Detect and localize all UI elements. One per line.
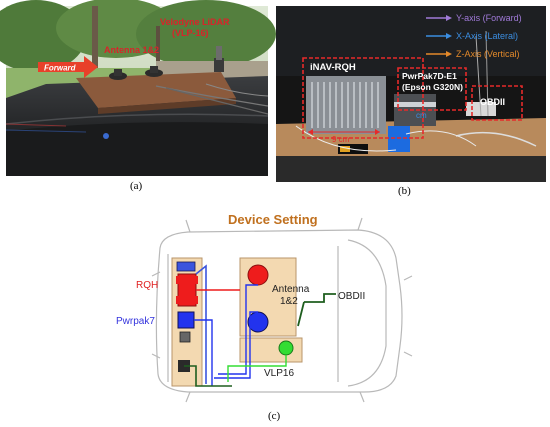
pwrpak-dashed-frame [397, 67, 467, 111]
car-outline [151, 217, 413, 403]
obdii-label-diagram: OBDII [338, 291, 365, 302]
dimension-cm-label: cm [416, 111, 427, 120]
obdii-dashed-frame [471, 85, 523, 121]
small-module-top [176, 261, 196, 272]
axis-triad [426, 15, 452, 57]
caption-c: (c) [268, 410, 281, 422]
photo-vehicle-roof: Forward Antenna 1&2 Velodyne LiDAR (VLP-… [0, 0, 276, 176]
antenna-label: Antenna 1&2 [104, 45, 159, 55]
pwrpak7-marker [177, 311, 195, 329]
trunk-photo-illustration: Y-axis (Forward) X-Axis (Lateral) Z-Axis… [276, 6, 546, 182]
diagram-title: Device Setting [228, 212, 318, 227]
lidar-label-line1: Velodyne LiDAR [160, 17, 230, 27]
inav-dashed-frame [302, 57, 424, 139]
device-setting-diagram: Device Setting [116, 206, 428, 403]
x-axis-label: X-Axis (Lateral) [456, 31, 518, 41]
rqh-label: RQH [136, 280, 158, 291]
caption-b: (b) [398, 185, 411, 197]
z-axis-label: Z-Axis (Vertical) [456, 49, 520, 59]
roof-photo-illustration: Forward Antenna 1&2 Velodyne LiDAR (VLP-… [0, 0, 276, 176]
rqh-marker [177, 273, 197, 307]
vlp16-marker [278, 340, 294, 356]
antenna-2-marker [247, 311, 269, 333]
antenna-label-line2: 1&2 [280, 296, 298, 307]
pwrpak-label-line2: (Epson G320N) [402, 82, 463, 92]
caption-a: (a) [130, 180, 143, 192]
obdii-label: OBDII [480, 97, 505, 107]
forward-arrow [38, 56, 98, 78]
pwrpak-label-line1: PwrPak7D-E1 [402, 71, 457, 81]
small-connector [179, 331, 191, 343]
dimension-9cm-label: 9 cm [332, 135, 350, 144]
photo-equipment-trunk: Y-axis (Forward) X-Axis (Lateral) Z-Axis… [276, 6, 546, 182]
antenna-label-line1: Antenna [272, 284, 310, 295]
vlp16-label: VLP16 [264, 368, 294, 379]
lidar-label-line2: (VLP-16) [172, 28, 209, 38]
antenna-1-marker [247, 264, 269, 286]
forward-label: Forward [44, 64, 77, 73]
y-axis-label: Y-axis (Forward) [456, 13, 522, 23]
inav-label: iNAV-RQH [310, 62, 356, 73]
car-top-view-diagram: Device Setting [116, 212, 413, 403]
pwrpak7-label: Pwrpak7 [116, 316, 155, 327]
